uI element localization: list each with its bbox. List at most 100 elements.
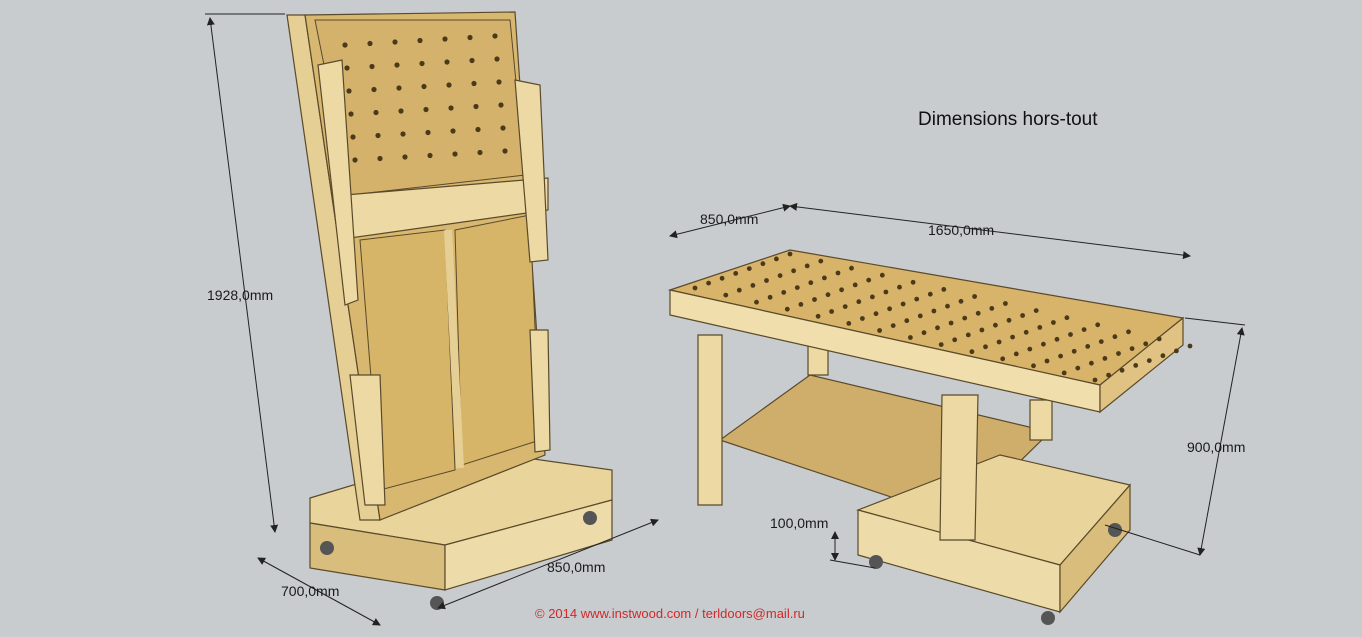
tabletop-holes [692, 251, 1193, 383]
tabletop-hole [914, 296, 920, 302]
peg-hole [419, 60, 425, 67]
peg-hole [467, 34, 473, 41]
peg-hole [442, 36, 448, 42]
tabletop-hole [736, 287, 742, 293]
peg-hole [373, 109, 379, 116]
peg-hole [500, 125, 506, 131]
peg-hole [346, 88, 352, 94]
tabletop-hole [1003, 301, 1008, 306]
tabletop-hole [1031, 363, 1036, 369]
tabletop-hole [804, 263, 810, 269]
tabletop-hole [917, 313, 923, 319]
dim-length-right: 1650,0mm [928, 222, 994, 238]
peg-hole [367, 40, 373, 47]
tabletop-hole [945, 303, 950, 309]
tabletop-hole [962, 315, 968, 321]
tabletop-hole [764, 278, 769, 283]
tabletop-hole [798, 302, 804, 307]
tabletop-hole [996, 339, 1002, 345]
tabletop-hole [1013, 351, 1019, 357]
peg-hole [473, 103, 479, 110]
tabletop-hole [1174, 348, 1179, 354]
tabletop-hole [993, 322, 998, 328]
peg-hole [396, 85, 402, 91]
tabletop-hole [873, 311, 879, 317]
tabletop-hole [927, 291, 933, 297]
tabletop-hole [965, 332, 971, 338]
peg-hole [352, 157, 358, 163]
tabletop-hole [719, 275, 725, 281]
tabletop-hole [787, 251, 793, 257]
peg-hole [350, 134, 356, 140]
peg-hole [446, 82, 452, 88]
tabletop-hole [866, 277, 872, 283]
tabletop-hole [931, 308, 937, 314]
tabletop-hole [1143, 341, 1149, 347]
peg-hole [402, 154, 408, 160]
tabletop-hole [1075, 365, 1081, 371]
peg-hole [417, 37, 423, 44]
tabletop-hole [808, 280, 814, 286]
peg-hole [427, 152, 433, 159]
tabletop-hole [692, 285, 698, 291]
tabletop-hole [969, 349, 975, 355]
peg-hole [377, 155, 383, 162]
peg-hole [392, 39, 398, 45]
tabletop-hole [972, 294, 977, 299]
tabletop-hole [1095, 322, 1101, 328]
peg-hole [450, 128, 456, 134]
tabletop-hole [777, 273, 783, 278]
tabletop-hole [870, 294, 875, 300]
tabletop-hole [1044, 358, 1050, 364]
tabletop-hole [1102, 356, 1108, 361]
peg-hole [400, 131, 406, 137]
tabletop-hole [791, 268, 796, 274]
tabletop-hole [754, 299, 759, 305]
tabletop-hole [941, 287, 947, 292]
tabletop-hole [890, 323, 896, 328]
peg-hole [502, 148, 508, 154]
tabletop-hole [1071, 348, 1077, 354]
table-cart [667, 249, 1185, 625]
tabletop-hole [1023, 329, 1029, 335]
tabletop-hole [835, 270, 841, 276]
tabletop-hole [842, 304, 848, 309]
tabletop-hole [1085, 344, 1091, 349]
tabletop-hole [900, 301, 906, 307]
tabletop-hole [846, 321, 852, 326]
dimension-lines [205, 13, 1246, 626]
dim-clearance: 100,0mm [770, 515, 828, 531]
tabletop-hole [1112, 334, 1118, 340]
tabletop-hole [856, 299, 862, 305]
tabletop-hole [910, 279, 916, 285]
tabletop-hole [784, 306, 790, 312]
tabletop-hole [1033, 308, 1039, 313]
peg-hole [498, 102, 504, 108]
peg-hole [394, 62, 400, 68]
peg-hole [492, 33, 498, 39]
tabletop-hole [860, 316, 865, 321]
tabletop-hole [948, 320, 954, 326]
tabletop-hole [781, 290, 787, 295]
tabletop-hole [1006, 317, 1012, 323]
tabletop-hole [760, 261, 766, 267]
tabletop-hole [1126, 329, 1131, 335]
dim-width-left: 850,0mm [547, 559, 605, 575]
peg-hole [398, 108, 404, 114]
tabletop-hole [958, 298, 964, 304]
tabletop-hole [706, 280, 711, 286]
tabletop-hole [1054, 336, 1060, 342]
dim-depth-right: 850,0mm [700, 211, 758, 227]
peg-hole [475, 126, 481, 133]
tabletop-hole [825, 292, 831, 298]
tabletop-hole [979, 327, 985, 333]
peg-hole [423, 106, 429, 113]
peg-hole [452, 151, 458, 157]
tabletop-hole [818, 258, 824, 264]
tabletop-hole [952, 337, 958, 343]
tabletop-hole [852, 282, 858, 288]
dim-depth-left: 700,0mm [281, 583, 339, 599]
tabletop-hole [1037, 325, 1043, 330]
